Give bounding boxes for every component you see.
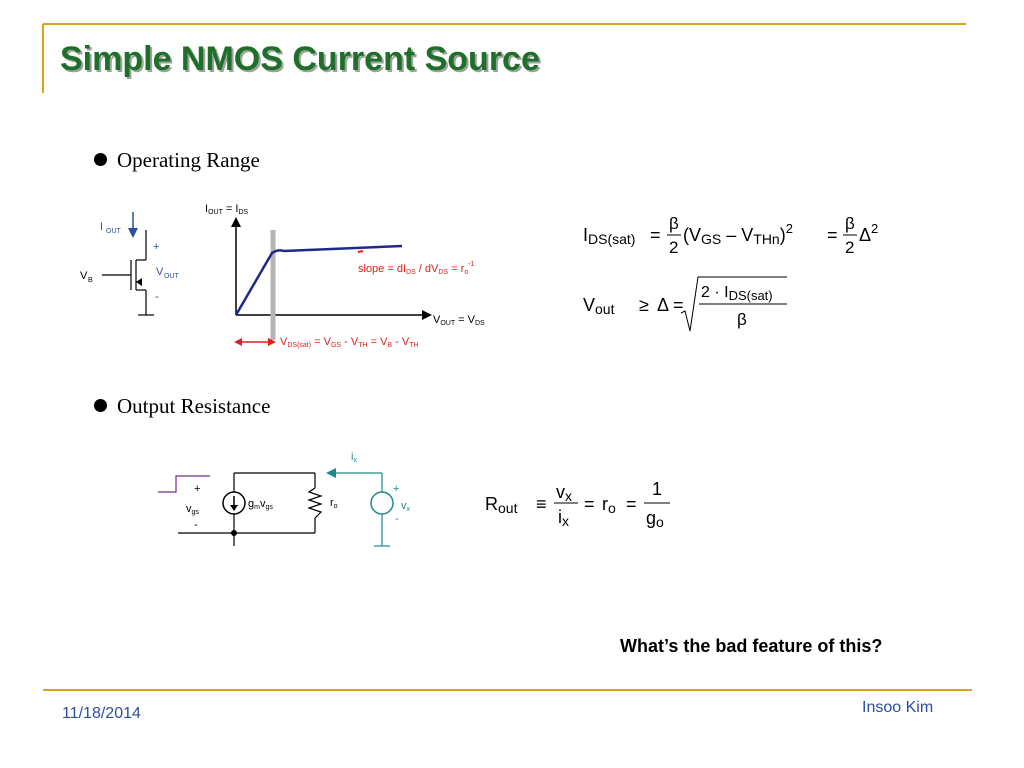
y-axis-arrow-icon	[231, 217, 241, 227]
nmos-schematic: I OUT V B + V OUT -	[80, 212, 180, 316]
ro-label: ro	[330, 497, 338, 510]
two-denominator: 2	[669, 238, 678, 257]
vout-label: V	[156, 266, 164, 278]
current-source-arrowhead-icon	[230, 505, 238, 511]
rout-lhs: Rout	[485, 494, 518, 516]
bullet-label: Output Resistance	[117, 394, 271, 418]
sqrt-icon	[680, 276, 787, 332]
question-text: What’s the bad feature of this?	[620, 636, 883, 656]
beta-denominator: β	[737, 310, 747, 329]
bullet-operating-range: Operating Range	[94, 148, 260, 173]
gm-vgs-label: gmvgs	[248, 498, 273, 511]
equals-sign: =	[827, 225, 838, 245]
ix-arrow-icon	[326, 468, 336, 478]
iout-label: I OUT	[100, 221, 122, 235]
vdsat-left-arrowhead-icon	[234, 338, 242, 346]
equiv-sign: ≡	[536, 494, 547, 514]
vgs-minus: -	[194, 519, 198, 531]
voltage-source-icon	[370, 491, 394, 515]
ix-label: ix	[351, 451, 357, 464]
nmos-source-arrow-icon	[136, 278, 142, 286]
beta-numerator: β	[669, 214, 679, 233]
equals-sign: =	[626, 494, 637, 514]
ro-term: ro	[602, 494, 616, 516]
sqrt-numerator: 2 · IDS(sat)	[701, 284, 773, 303]
vx-plus: +	[393, 483, 399, 495]
nmos-transistor-icon	[102, 230, 154, 316]
slide-title: Simple NMOS Current Source	[60, 40, 540, 78]
vgs-plus: +	[194, 483, 200, 495]
resistor-icon	[307, 487, 323, 519]
paren-expression: (VGS – VTHn)2	[683, 221, 793, 247]
delta-squared: Δ2	[859, 221, 878, 245]
bullet-dot-icon	[94, 399, 107, 412]
rout-equation: Rout ≡ vx ix = ro = 1 go	[485, 479, 670, 530]
footer-date: 11/18/2014	[62, 705, 141, 722]
slope-pointer-icon	[357, 250, 364, 253]
ground-node-icon	[231, 530, 237, 536]
equals-sign: =	[584, 494, 595, 514]
iv-chart: IOUT = IDS VOUT = VDS slope = dIDS / dVD…	[205, 203, 485, 349]
y-axis-label: IOUT = IDS	[205, 203, 248, 216]
vout-sub: OUT	[164, 273, 180, 280]
vout-inequality-lhs: Vout	[583, 295, 615, 317]
small-signal-schematic: + vgs - gmvgs ro ix + vx -	[158, 451, 411, 547]
equations-block: IDS(sat) = β 2 (VGS – VTHn)2 = β 2 Δ2 Vo…	[583, 214, 878, 332]
x-axis-arrow-icon	[422, 310, 432, 320]
vx-label: vx	[401, 500, 411, 513]
vgs-label: vgs	[186, 503, 199, 516]
go-denominator: go	[646, 508, 664, 530]
vb-label: V	[80, 270, 88, 282]
delta-symbol: Δ	[657, 295, 669, 315]
bullet-dot-icon	[94, 153, 107, 166]
minus-sign: -	[155, 291, 159, 303]
ix-denominator: ix	[558, 507, 569, 529]
circuit-wires	[178, 472, 316, 546]
vdsat-right-arrowhead-icon	[268, 338, 276, 346]
geq-sign: ≥	[639, 295, 649, 315]
test-source-wires	[330, 472, 390, 547]
x-axis-label: VOUT = VDS	[433, 314, 485, 327]
slope-annotation: slope = dIDS / dVDS = ro-1	[358, 261, 475, 276]
vx-numerator: vx	[556, 482, 572, 504]
current-source-icon	[222, 491, 246, 515]
vx-minus: -	[395, 513, 399, 525]
two-denominator: 2	[845, 238, 854, 257]
iout-arrowhead-icon	[128, 228, 138, 238]
equals-sign: =	[673, 295, 684, 315]
equals-sign: =	[650, 225, 661, 245]
iout-label-sub: OUT	[106, 228, 122, 235]
ids-equation-lhs: IDS(sat)	[583, 225, 635, 247]
plus-sign: +	[153, 241, 159, 253]
bullet-output-resistance: Output Resistance	[94, 394, 270, 419]
bullet-label: Operating Range	[117, 148, 260, 172]
vdsat-annotation: VDS(sat) = VGS - VTH = VB - VTH	[280, 336, 419, 349]
gate-terminal-icon	[158, 475, 210, 493]
one-numerator: 1	[652, 479, 662, 499]
iout-label-text: I	[100, 221, 103, 233]
iv-curve	[234, 244, 403, 316]
vb-sub: B	[88, 277, 93, 284]
footer-author: Insoo Kim	[862, 699, 934, 716]
beta-numerator: β	[845, 214, 855, 233]
